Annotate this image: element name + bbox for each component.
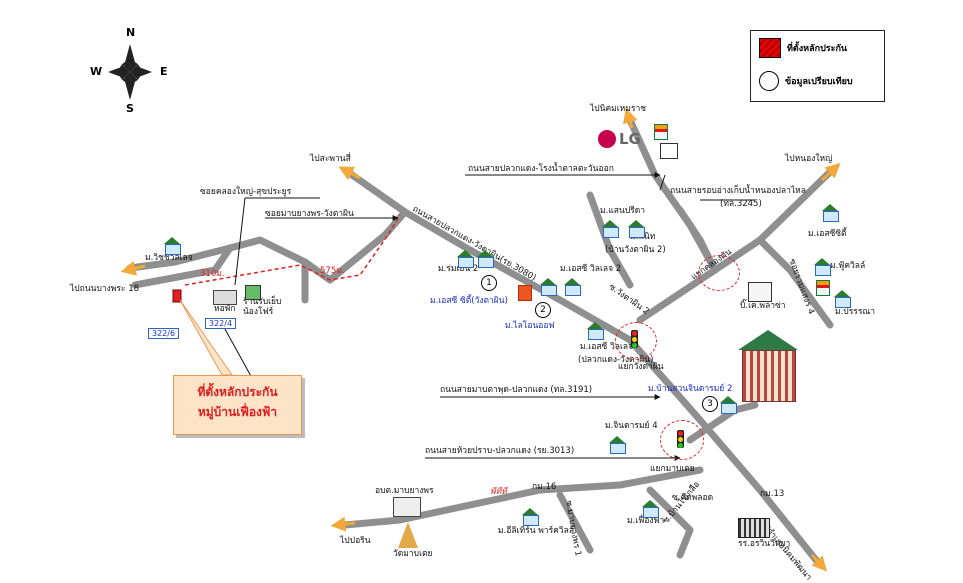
place-saenprida: ม.แสนปรีดา <box>600 206 646 216</box>
legend-site: ที่ตั้งหลักประกัน <box>759 38 847 58</box>
address-322-4: 322/4 <box>205 318 237 329</box>
place-fuville: ม.ฟู้ควิลล์ <box>830 261 866 271</box>
traffic-light-icon <box>631 330 638 348</box>
legend: ที่ตั้งหลักประกัน ข้อมูลเปรียบเทียบ <box>750 30 885 102</box>
distance-575: 575ม. <box>320 266 345 276</box>
legend-compare: ข้อมูลเปรียบเทียบ <box>759 71 853 91</box>
place-phanit-sub: (บ้านวังตาผิน 2) <box>605 245 666 255</box>
label-saphan4: ไปสะพานสี่ <box>310 154 351 164</box>
place-school: รร.อรวินวิทยา <box>738 539 791 549</box>
house-icon <box>475 250 495 268</box>
house-icon <box>832 290 852 308</box>
place-ban-suan: ม.บ้านสวนจินดารมย์ 2 <box>648 384 733 394</box>
house-icon <box>718 396 738 414</box>
place-dorm: หอพัก <box>214 304 236 314</box>
label-sitpalot: ซ.คีตพลอด <box>672 493 714 503</box>
compass-west: W <box>90 65 103 78</box>
place-elite: ม.อีลิเทิร์น พาร์ควิลล์ <box>498 526 575 536</box>
house-icon <box>820 204 840 222</box>
compare-circle-icon <box>759 71 779 91</box>
lg-circle-icon <box>598 130 616 148</box>
place-km13: กม.13 <box>760 489 785 499</box>
place-esc-village2: ม.เอสซี วิลเลจ 2 <box>560 264 622 274</box>
marker-2: 2 <box>535 302 551 318</box>
label-mabtaphut: ถนนสายมาบตาพุด-ปลวกแดง (ทล.3191) <box>440 385 593 395</box>
place-prapanna: ม.ปรรรณา <box>835 307 876 317</box>
house-icon <box>626 220 646 238</box>
address-322-6: 322/6 <box>148 328 180 339</box>
site-callout: ที่ตั้งหลักประกัน หมู่บ้านเฟื่องฟ้า <box>173 375 302 435</box>
place-shop: ร้านรับเย็บ น้องโฟร์ <box>243 297 282 317</box>
traffic-light-icon-2 <box>677 430 684 448</box>
plaza-building-icon <box>748 282 772 302</box>
seven-eleven-icon-2 <box>816 280 830 296</box>
label-soi-mabyang: ซอยมาบยางพร-วังตาผิน <box>265 209 354 219</box>
label-nikhom: ไปนิคมเหมราช <box>590 104 646 114</box>
compass-south: S <box>126 102 134 115</box>
school-building-icon <box>738 518 770 538</box>
seven-eleven-icon <box>654 124 668 140</box>
place-esc-village: ม.เอสซี วิลเลจ <box>580 342 634 352</box>
place-esc-city: ม.เอสซี ซิตี้(วังตาผิน) <box>430 296 508 306</box>
place-fuangfa: ม.เฟื่องฟ้า <box>627 516 665 526</box>
place-obt: อบต.มาบยางพร <box>375 486 434 496</box>
dorm-building-icon <box>213 290 237 305</box>
label-rob-ang: ถนนสายรอบอ่างเก็บน้ำหนองปลาไหล <box>670 186 806 196</box>
place-esc-village-sub: (ปลวกแดง-วังตาผิน) <box>578 355 654 365</box>
compass: N S W E <box>90 26 170 115</box>
junction-circle-mabtoei <box>660 420 704 460</box>
site-swatch-icon <box>759 38 781 58</box>
junction-circle-khlong <box>698 255 740 291</box>
place-plaza: บิ๊.เค.พลาซ่า <box>740 301 786 311</box>
marker-3: 3 <box>702 396 718 412</box>
house-icon <box>538 278 558 296</box>
label-nongyai: ไปหนองใหญ่ <box>785 154 833 164</box>
distance-310: 310ม. <box>200 269 225 279</box>
compass-rose-icon <box>108 44 152 100</box>
house-icon <box>600 220 620 238</box>
hospital-building-icon <box>738 330 798 402</box>
junction-circle-wang <box>615 322 657 360</box>
obt-building-icon <box>393 497 421 517</box>
store-sign-icon-2 <box>518 285 532 301</box>
house-icon <box>585 322 605 340</box>
marker-1: 1 <box>481 275 497 291</box>
shop-building-icon <box>245 285 261 300</box>
label-bangphra: ไปถนนบางพระ 18 <box>70 284 140 294</box>
label-plorin: ไปปอริน <box>340 536 371 546</box>
store-sign-icon <box>660 143 678 159</box>
label-rob-ang-code: (ทล.3245) <box>720 199 762 209</box>
house-icon <box>562 278 582 296</box>
compass-east: E <box>160 65 168 78</box>
house-icon <box>640 500 660 518</box>
label-pluakdaeng-rongnamtan: ถนนสายปลวกแดง-โรงน้ำตาลตะวันออก <box>468 164 614 174</box>
junction-wang: แยกวังตาผิน <box>618 362 664 372</box>
place-ptt: พีทีที <box>490 487 507 497</box>
place-wichit: ม.วิชชวิลเลจ <box>145 253 193 263</box>
place-chindarom: ม.จินดารมย์ 4 <box>605 421 658 431</box>
house-icon <box>812 258 832 276</box>
place-temple: วัดมาบเตย <box>393 549 433 559</box>
junction-mabtoei: แยกมาบเตย <box>650 464 695 474</box>
place-romyen: ม.ร่มเย็น 2 <box>438 264 479 274</box>
compass-north: N <box>126 26 136 39</box>
place-lionoff: ม.ไลโอนออฟ <box>505 321 555 331</box>
house-icon <box>455 250 475 268</box>
lg-logo: LG <box>598 130 641 148</box>
place-km16: กม.16 <box>532 482 557 492</box>
place-esc-city2: ม.เอสซีซิตี้ <box>808 229 847 239</box>
label-soi-khlongyai: ซอยคลองใหญ่-สุขประยูร <box>200 187 292 197</box>
house-icon <box>520 508 540 526</box>
house-icon <box>607 436 627 454</box>
house-icon <box>162 237 182 255</box>
label-huaiprap: ถนนสายห้วยปราบ-ปลวกแดง (รย.3013) <box>425 446 575 456</box>
